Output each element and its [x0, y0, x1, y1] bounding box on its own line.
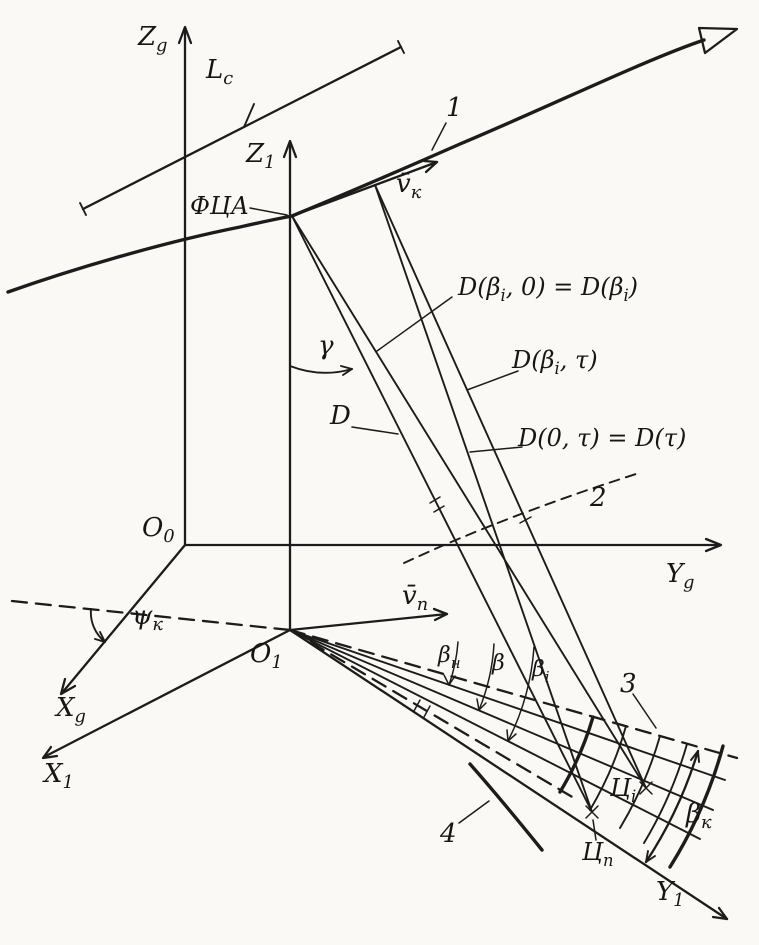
- range-eq1-label: D(βi, 0) = D(βi): [457, 273, 638, 305]
- marker-1-leader: [431, 122, 447, 151]
- beta-n-angle-label: βн: [437, 643, 461, 672]
- range-eq2-leader: [466, 370, 519, 391]
- target-cp-cross-icon: [585, 805, 599, 819]
- beam-ray: [289, 629, 701, 840]
- xg-axis-line: [60, 543, 187, 695]
- range-eq1-leader: [376, 296, 453, 352]
- vp-vector-label: v̄п: [402, 581, 428, 615]
- lc-baseline: [79, 40, 405, 216]
- marker-4-leader: [458, 800, 490, 824]
- yg-axis-label: Yg: [666, 559, 694, 593]
- beta-i-angle-label: βi: [531, 657, 550, 686]
- inner-range-ring: [558, 715, 595, 794]
- origin-o0-label: O0: [142, 513, 175, 547]
- psi-k-arc-arrowhead-icon: [94, 631, 106, 643]
- g-frame-axes: [59, 25, 723, 696]
- y1-axis-arrowhead-icon: [711, 906, 729, 921]
- beam-rays: [289, 629, 726, 840]
- marker-3-label: 3: [620, 669, 637, 699]
- marker-2-label: 2: [589, 483, 607, 513]
- tick-mark: [433, 505, 445, 513]
- tick-mark: [423, 705, 431, 718]
- antenna-phase-center-label: ФЦА: [190, 192, 249, 220]
- x1-axis-line: [42, 628, 292, 759]
- xg-axis-label: Xg: [54, 693, 86, 727]
- range-eq3-leader: [469, 446, 523, 453]
- range-ring: [643, 743, 688, 844]
- zg-axis-arrowhead-icon: [177, 25, 193, 45]
- z1-axis-label: Z1: [245, 139, 275, 173]
- target-ci-label: Цi: [609, 774, 636, 806]
- vp-arrowhead-icon: [432, 607, 449, 622]
- y1-axis-label: Y1: [656, 877, 684, 911]
- beta-i-angle-arc: [507, 646, 535, 742]
- vk-arrowhead-icon: [422, 159, 439, 174]
- vk-vector-line: [290, 160, 439, 218]
- psi-k-angle-label: ψк: [132, 601, 163, 635]
- lc-segment-line: [81, 45, 403, 211]
- z1-axis-arrowhead-icon: [282, 139, 298, 159]
- trajectory-curve: [6, 38, 706, 294]
- beta-angle-label: β: [491, 651, 505, 676]
- beta-k-angle-label: βк: [685, 799, 712, 833]
- beta-angle-arc: [478, 643, 495, 711]
- beta-k-upper-arrowhead-icon: [690, 750, 700, 763]
- swath-range-rings: [458, 693, 725, 869]
- outer-range-ring: [668, 744, 725, 869]
- zg-axis-label: Zg: [137, 22, 167, 56]
- range-d-tau-line: [374, 184, 593, 813]
- tick-mark: [413, 699, 421, 712]
- range-d-label: D: [329, 401, 351, 431]
- marker-4-label: 4: [439, 819, 457, 849]
- vp-vector-line: [288, 612, 449, 632]
- psi-k-angle-arc: [89, 608, 106, 643]
- beta-k-lower-arrowhead-icon: [645, 850, 656, 863]
- target-cp-label: Цп: [581, 838, 613, 870]
- lc-label: Lc: [205, 55, 233, 89]
- velocity-vectors: [249, 159, 449, 632]
- lc-center-tick: [243, 103, 255, 128]
- range-ring: [619, 735, 661, 829]
- marker-1-label: 1: [446, 93, 463, 123]
- range-d-leader: [351, 426, 399, 435]
- slant-range-lines: [291, 184, 647, 813]
- target-cp-leader: [592, 819, 597, 841]
- range-d-line: [291, 215, 593, 813]
- target-ci-cross-icon: [639, 781, 653, 795]
- tick-mark: [429, 496, 441, 504]
- gamma-angle-arc: [289, 365, 353, 374]
- diagram-labels: Zg Z1 Yg Y1 Xg X1 O0 O1 Lc ФЦА v̄к v̄п γ…: [42, 22, 712, 911]
- fca-leader: [249, 207, 288, 216]
- gamma-arc-arrowhead-icon: [340, 365, 353, 376]
- flight-trajectory: [6, 26, 739, 294]
- origin-o1-label: O1: [250, 639, 283, 673]
- swath-near-boundary-curve: [468, 762, 544, 852]
- x1-axis-arrowhead-icon: [41, 745, 59, 760]
- beam-upper-dashed-boundary: [288, 628, 739, 760]
- body-frame-axes: [41, 139, 729, 921]
- beta-k-angle-arc: [644, 749, 700, 864]
- marker-3-leader: [632, 693, 657, 729]
- trajectory-open-arrowhead-icon: [697, 26, 739, 55]
- beam-lower-dashed-boundary: [288, 628, 576, 800]
- gamma-angle-label: γ: [318, 331, 334, 361]
- xg-axis-arrowhead-icon: [59, 677, 77, 696]
- range-d-beta-i-tau-line: [374, 184, 647, 789]
- y1-axis-line: [288, 628, 729, 921]
- beam-ray: [289, 629, 726, 781]
- target-points: [585, 781, 653, 841]
- yg-axis-arrowhead-icon: [704, 537, 723, 553]
- range-ring: [589, 725, 627, 811]
- x1-axis-label: X1: [42, 759, 74, 793]
- tick-mark: [519, 516, 532, 524]
- range-eq3-label: D(0, τ) = D(τ): [517, 424, 686, 452]
- dashed-reference-lines: [10, 473, 739, 800]
- vk-vector-label: v̄к: [396, 169, 422, 203]
- beam-ray: [289, 629, 714, 811]
- range-eq2-label: D(βi, τ): [511, 346, 598, 378]
- lc-right-tick: [397, 40, 405, 54]
- range-d-beta-i-line: [291, 215, 647, 789]
- lc-left-tick: [79, 202, 87, 216]
